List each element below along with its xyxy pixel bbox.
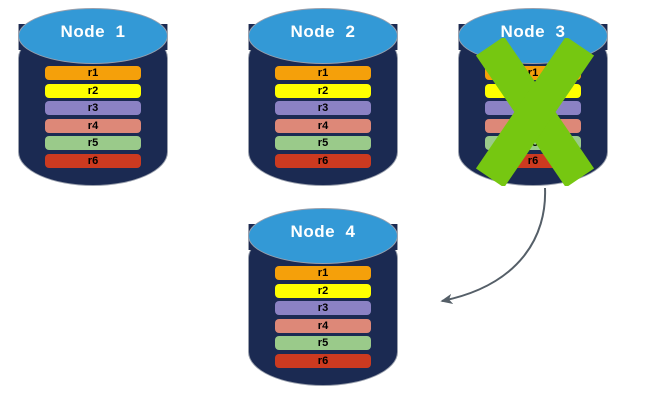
node-4-row-r2: r2 <box>275 283 371 298</box>
node-2-row-r4: r4 <box>275 118 371 133</box>
node-4-row-r4: r4 <box>275 318 371 333</box>
node-3-rows: r1 r2 r3 r4 r5 r6 <box>485 66 581 168</box>
node-1-cylinder-top <box>18 8 168 64</box>
node-1-row-r1: r1 <box>45 66 141 80</box>
node-3-label: Node 3 <box>500 22 566 41</box>
node-4[interactable]: Node 4 r1 r2 r3 r4 r5 r6 <box>248 208 398 386</box>
node-2-cylinder-top <box>248 8 398 64</box>
node-1-row-r2: r2 <box>45 83 141 98</box>
node-3[interactable]: Node 3 r1 r2 r3 r4 r5 r6 <box>458 8 608 186</box>
node-4-row-r1: r1 <box>275 266 371 280</box>
node-1-label: Node 1 <box>60 22 126 41</box>
node-3-row-r3: r3 <box>485 101 581 115</box>
node-4-row-r3: r3 <box>275 301 371 315</box>
node-1-rows: r1 r2 r3 r4 r5 r6 <box>45 66 141 168</box>
node-4-row-r6: r6 <box>275 353 371 368</box>
node-1-row-r6: r6 <box>45 153 141 168</box>
node-2[interactable]: Node 2 r1 r2 r3 r4 r5 r6 <box>248 8 398 186</box>
node-3-row-r2: r2 <box>485 83 581 98</box>
node-3-row-r4: r4 <box>485 118 581 133</box>
node-4-rows: r1 r2 r3 r4 r5 r6 <box>275 266 371 368</box>
node-3-row-r1: r1 <box>485 66 581 80</box>
node-2-row-r1: r1 <box>275 66 371 80</box>
node-2-row-r2: r2 <box>275 83 371 98</box>
node-2-row-r5: r5 <box>275 136 371 150</box>
node-2-rows: r1 r2 r3 r4 r5 r6 <box>275 66 371 168</box>
node-4-label: Node 4 <box>290 222 356 241</box>
node-1-row-r3: r3 <box>45 101 141 115</box>
node-4-cylinder-top <box>248 208 398 264</box>
node-3-row-r6: r6 <box>485 153 581 168</box>
node-1-row-r5: r5 <box>45 136 141 150</box>
node-2-label: Node 2 <box>290 22 356 41</box>
node-2-row-r3: r3 <box>275 101 371 115</box>
node-4-row-r5: r5 <box>275 336 371 350</box>
node-1[interactable]: Node 1 r1 r2 r3 r4 r5 r6 <box>18 8 168 186</box>
node-2-row-r6: r6 <box>275 153 371 168</box>
replication-arrow-path <box>440 187 547 304</box>
node-1-row-r4: r4 <box>45 118 141 133</box>
node-3-row-r5: r5 <box>485 136 581 150</box>
